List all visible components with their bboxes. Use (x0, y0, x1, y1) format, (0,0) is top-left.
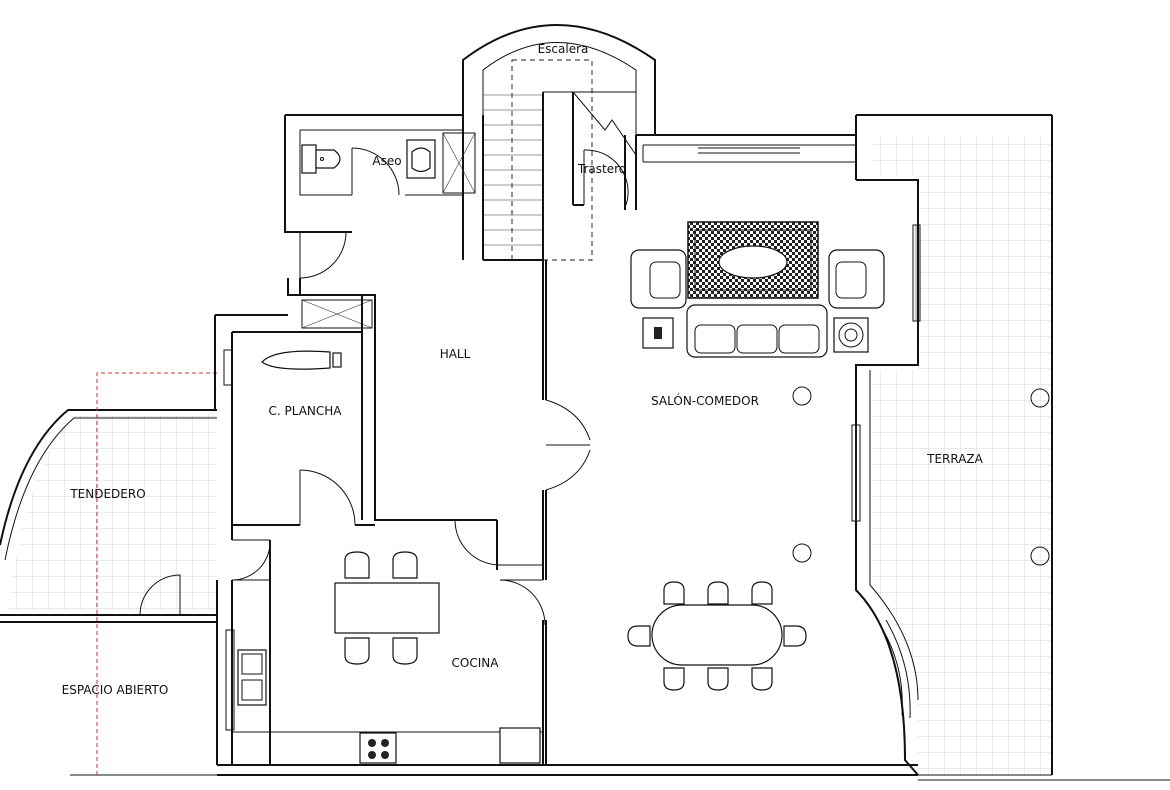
terraza-column (1030, 388, 1050, 408)
fridge (499, 727, 541, 764)
armchair (630, 249, 687, 309)
cooktop (359, 732, 397, 764)
dining-set (627, 581, 807, 691)
plant-table (833, 317, 869, 353)
dining-table (651, 604, 783, 666)
label-c-plancha: C. PLANCHA (268, 404, 342, 418)
sofa (686, 304, 828, 358)
salon-furniture (630, 221, 885, 563)
label-salon-comedor: SALÓN-COMEDOR (651, 393, 759, 408)
label-espacio-abierto: ESPACIO ABIERTO (62, 683, 169, 697)
label-tendedero: TENDEDERO (69, 487, 145, 501)
staircase (462, 24, 656, 261)
ironing-board (261, 350, 342, 370)
terraza-area (870, 115, 1053, 776)
label-cocina: COCINA (452, 656, 500, 670)
walls (214, 114, 1170, 781)
terraza-column (1030, 546, 1050, 566)
property-line (96, 372, 217, 775)
label-hall: HALL (440, 347, 471, 361)
tendedero-area (0, 409, 230, 776)
label-trastero: Trastero (577, 162, 626, 176)
column (792, 386, 812, 406)
label-escalera: Escalera (538, 42, 589, 56)
kitchen-table (334, 582, 440, 634)
label-aseo: Aseo (372, 154, 401, 168)
label-terraza: TERRAZA (926, 452, 984, 466)
kitchen-furniture (237, 551, 541, 764)
column (792, 543, 812, 563)
sink (237, 649, 267, 706)
coffee-table (718, 245, 788, 279)
armchair (828, 249, 885, 309)
